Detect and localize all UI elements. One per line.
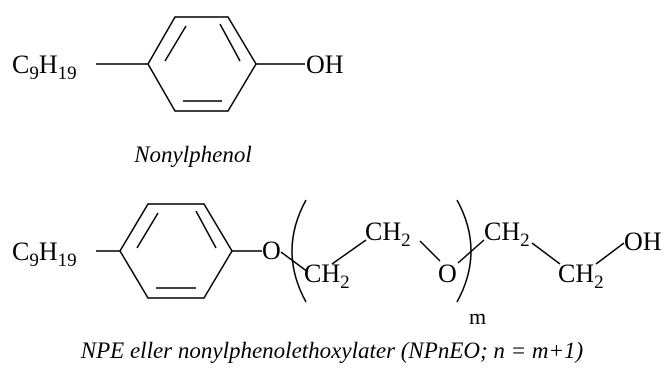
nonylphenol-c9h19-label: C9H19 [12, 50, 77, 84]
npe-o-ch2-bond [280, 251, 309, 273]
npe-ch2-ch2-bond [331, 239, 367, 265]
nonylphenol-benzene-ring [147, 16, 257, 112]
npe-caption: NPE eller nonylphenolethoxylater (NPnEO;… [80, 338, 583, 363]
nonylphenol-ring-double-bond-2 [219, 23, 241, 62]
npe-repeat-close-paren [456, 199, 472, 303]
nonylphenol-oh-label: OH [306, 50, 344, 79]
npe-tail-top-ch2: CH2 [484, 217, 530, 251]
npe-structure: C9H19 O CH2 CH2 O m CH2 CH2 OH NPE eller… [12, 199, 662, 363]
npe-repeat-bottom-ch2: CH2 [304, 259, 350, 293]
npe-repeat-open-paren [291, 199, 307, 303]
npe-c9h19-label: C9H19 [12, 237, 77, 271]
nonylphenol-caption: Nonylphenol [133, 142, 252, 167]
npe-tail-ch2-ch2-bond [531, 242, 561, 265]
npe-repeat-index: m [469, 304, 486, 329]
npe-ring-double-bond-2 [195, 210, 217, 249]
npe-tail-bottom-ch2: CH2 [558, 259, 604, 293]
npe-ch2-o-bond [419, 240, 441, 262]
nonylphenol-structure: C9H19 OH Nonylphenol [12, 16, 344, 167]
npe-ch2-oh-bond [595, 242, 625, 265]
nonylphenol-ring-double-bond-1 [164, 25, 187, 62]
npe-o-link-label: O [262, 236, 281, 265]
npe-repeat-o-label: O [438, 259, 457, 288]
npe-repeat-top-ch2: CH2 [365, 217, 411, 251]
npe-ring-double-bond-1 [136, 212, 159, 249]
npe-oh-label: OH [624, 227, 662, 256]
npe-o-ch2-tail-bond [457, 239, 485, 264]
npe-benzene-ring [119, 203, 233, 299]
